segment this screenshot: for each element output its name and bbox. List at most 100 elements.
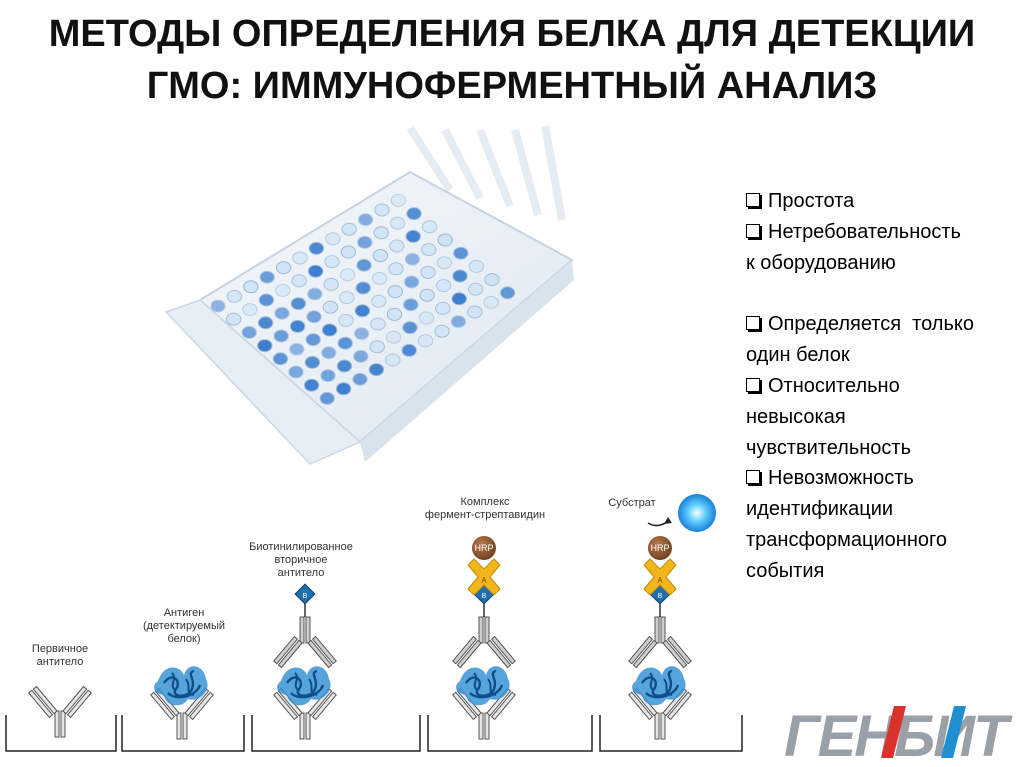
well — [325, 232, 341, 246]
well — [272, 352, 289, 366]
well — [418, 311, 435, 325]
well — [403, 275, 420, 289]
well — [304, 355, 321, 369]
genbit-logo: ГЕНБИТ — [784, 704, 1015, 767]
well — [291, 274, 307, 288]
avidin-label: A — [481, 576, 487, 585]
well — [289, 319, 306, 333]
well — [322, 300, 339, 314]
well — [385, 353, 401, 367]
well — [434, 324, 450, 338]
well — [421, 220, 438, 234]
well — [336, 359, 353, 373]
checkbox-icon — [746, 223, 760, 238]
well — [339, 291, 355, 305]
microplate-image — [164, 125, 574, 465]
slide-title: МЕТОДЫ ОПРЕДЕЛЕНИЯ БЕЛКА ДЛЯ ДЕТЕКЦИИ ГМ… — [0, 8, 1024, 112]
hrp-enzyme-icon — [472, 536, 496, 560]
well — [305, 333, 321, 347]
well — [420, 265, 436, 279]
secondary-antibody-icon — [628, 616, 692, 669]
well — [435, 279, 452, 293]
well — [225, 312, 242, 326]
well — [339, 268, 356, 282]
well — [421, 243, 437, 257]
panel-frames — [5, 715, 743, 752]
well — [274, 306, 290, 320]
well — [307, 264, 324, 278]
well — [405, 229, 421, 243]
hrp-enzyme-icon — [648, 536, 672, 560]
well — [357, 235, 373, 249]
biotin-label: B — [482, 593, 487, 600]
well — [357, 213, 374, 227]
substrate-glow-icon — [678, 494, 716, 532]
well — [335, 382, 352, 396]
well — [371, 271, 388, 285]
biotin-icon — [294, 583, 316, 618]
checkbox-icon — [746, 193, 760, 207]
bullet-sensitivity: Относительно невысокая чувствительность — [746, 374, 912, 459]
bullet-identification: Невозможность идентификации трансформаци… — [746, 467, 947, 582]
well — [388, 262, 404, 276]
secondary-antibody-icon — [273, 616, 337, 669]
well — [385, 330, 402, 344]
well — [289, 342, 305, 356]
well — [468, 259, 485, 273]
well — [483, 295, 499, 309]
well — [292, 251, 308, 265]
well — [369, 340, 385, 354]
well — [275, 261, 292, 275]
plate-wells — [210, 193, 516, 405]
well — [353, 349, 369, 363]
well — [356, 258, 372, 272]
well — [389, 239, 405, 253]
well — [373, 226, 389, 240]
well — [257, 316, 274, 330]
well — [453, 246, 469, 260]
well — [389, 216, 406, 230]
well — [288, 365, 304, 379]
well — [386, 307, 403, 321]
well — [243, 280, 259, 294]
checkbox-icon — [746, 377, 760, 392]
well — [370, 317, 386, 331]
pipette-tips — [406, 125, 566, 221]
well — [341, 222, 357, 236]
well — [371, 294, 387, 308]
primary-antibody-icon — [28, 685, 92, 738]
bullet-one-protein: Определяется только один белок — [746, 313, 974, 367]
well — [374, 203, 390, 217]
well — [340, 245, 357, 259]
well — [352, 372, 368, 386]
biotin-label: B — [303, 593, 308, 600]
biotin-label: B — [658, 593, 663, 600]
checkbox-icon — [746, 470, 760, 485]
well — [320, 369, 336, 383]
well — [452, 269, 468, 283]
checkbox-icon — [746, 316, 760, 331]
logo-blue-bar — [941, 706, 967, 758]
well — [390, 193, 407, 207]
well — [404, 252, 421, 266]
well — [210, 299, 226, 313]
well — [242, 303, 258, 317]
well — [306, 310, 322, 324]
bullet-equipment: Нетребовательность к оборудованию — [746, 220, 961, 274]
title-line-2: ГМО: ИММУНОФЕРМЕНТНЫЙ АНАЛИЗ — [146, 65, 878, 107]
well — [241, 325, 257, 339]
well — [290, 297, 307, 311]
elisa-diagram-drawing: HRP HRP A A B B B — [5, 494, 743, 752]
well — [323, 277, 339, 291]
well — [355, 281, 371, 295]
label-substrate: Субстрат — [608, 497, 656, 509]
well — [321, 323, 338, 337]
well — [324, 255, 340, 269]
well — [467, 305, 483, 319]
well — [499, 286, 516, 300]
feature-list: Простота Нетребовательность к оборудован… — [746, 186, 1022, 587]
well — [403, 298, 419, 312]
